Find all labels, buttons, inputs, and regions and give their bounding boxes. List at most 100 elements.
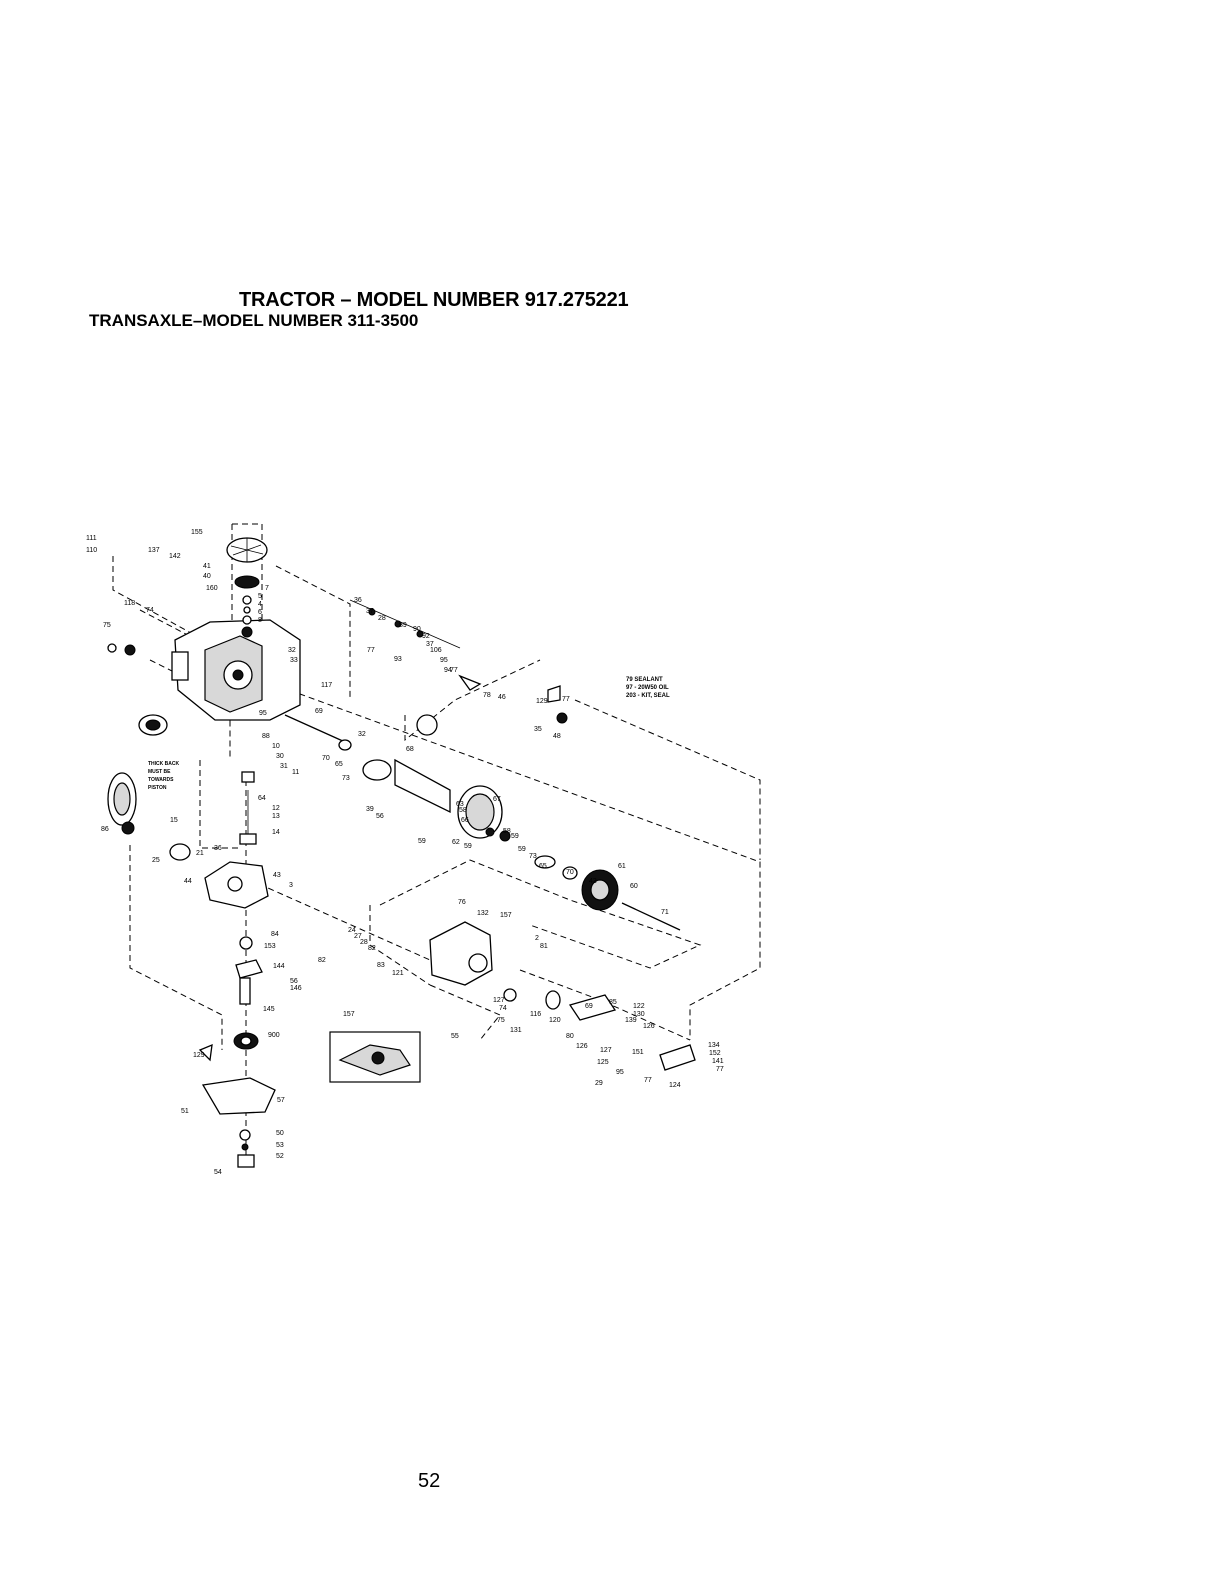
part-label-137: 137 xyxy=(148,547,160,554)
part-label-62: 62 xyxy=(452,839,460,846)
part-label-70: 70 xyxy=(566,869,574,876)
part-label-6: 6 xyxy=(258,609,262,616)
part-label-125: 125 xyxy=(597,1059,609,1066)
part-label-55: 55 xyxy=(451,1033,459,1040)
shift-linkage xyxy=(349,599,568,736)
part-label-44: 44 xyxy=(184,878,192,885)
part-label-12: 12 xyxy=(272,805,280,812)
part-label-28: 28 xyxy=(360,939,368,946)
part-label-58: 58 xyxy=(503,828,511,835)
part-label-94: 94 xyxy=(444,667,452,674)
part-label-52: 52 xyxy=(276,1153,284,1160)
part-label-70: 70 xyxy=(322,755,330,762)
part-label-53: 53 xyxy=(276,1142,284,1149)
part-label-15: 15 xyxy=(170,817,178,824)
part-label-75: 75 xyxy=(103,622,111,629)
part-label-50: 50 xyxy=(276,1130,284,1137)
part-label-30: 30 xyxy=(276,753,284,760)
part-label-66: 66 xyxy=(461,817,469,824)
part-label-152: 152 xyxy=(709,1050,721,1057)
part-label-48: 48 xyxy=(553,733,561,740)
part-label-74: 74 xyxy=(146,607,154,614)
part-label-116: 116 xyxy=(530,1011,541,1018)
part-label-82: 82 xyxy=(368,945,376,952)
part-label-43: 43 xyxy=(589,878,597,885)
part-label-36: 36 xyxy=(354,597,362,604)
part-label-142: 142 xyxy=(169,553,181,560)
part-label-39: 39 xyxy=(366,806,374,813)
callout-piston: PISTON xyxy=(148,785,167,791)
part-label-95: 95 xyxy=(259,710,267,717)
tractor-model-title: TRACTOR – MODEL NUMBER 917.275221 xyxy=(239,289,629,311)
part-label-10: 10 xyxy=(272,743,280,750)
part-label-36: 36 xyxy=(214,845,222,852)
part-label-57: 57 xyxy=(277,1097,285,1104)
part-label-51: 51 xyxy=(181,1108,189,1115)
part-label-81: 81 xyxy=(540,943,548,950)
part-label-77: 77 xyxy=(644,1077,652,1084)
part-label-33: 33 xyxy=(290,657,298,664)
part-label-95: 95 xyxy=(440,657,448,664)
part-label-63: 63 xyxy=(456,801,464,808)
part-label-73: 73 xyxy=(529,853,537,860)
part-label-127: 127 xyxy=(493,997,505,1004)
part-label-14: 14 xyxy=(272,829,280,836)
axle-shaft-assembly xyxy=(284,714,681,931)
part-label-117: 117 xyxy=(321,682,332,689)
part-label-60: 60 xyxy=(630,883,638,890)
part-label-21: 21 xyxy=(196,850,204,857)
part-label-71: 71 xyxy=(661,909,669,916)
part-label-68: 68 xyxy=(406,746,414,753)
part-label-145: 145 xyxy=(263,1006,275,1013)
part-label-900: 900 xyxy=(268,1032,280,1039)
part-label-118: 118 xyxy=(124,600,135,607)
transaxle-model-title: TRANSAXLE–MODEL NUMBER 311-3500 xyxy=(89,311,419,330)
part-label-5: 5 xyxy=(258,593,262,600)
part-label-157: 157 xyxy=(343,1011,355,1018)
part-label-8: 8 xyxy=(258,617,262,624)
part-label-126: 126 xyxy=(643,1023,655,1030)
part-label-85: 85 xyxy=(609,999,617,1006)
part-label-106: 106 xyxy=(430,647,442,654)
inset-box-900 xyxy=(329,1031,421,1083)
part-label-27: 27 xyxy=(354,933,362,940)
part-label-153: 153 xyxy=(264,943,276,950)
part-label-132: 132 xyxy=(477,910,489,917)
part-label-59: 59 xyxy=(518,846,526,853)
part-label-65: 65 xyxy=(539,863,547,870)
part-label-84: 84 xyxy=(271,931,279,938)
part-label-32: 32 xyxy=(288,647,296,654)
part-label-25: 25 xyxy=(152,857,160,864)
part-label-83: 83 xyxy=(377,962,385,969)
part-label-61: 61 xyxy=(618,863,626,870)
part-label-31: 31 xyxy=(280,763,288,770)
part-label-3: 3 xyxy=(289,882,293,889)
page-number: 52 xyxy=(418,1470,441,1492)
part-label-65: 65 xyxy=(335,761,343,768)
part-label-131: 131 xyxy=(510,1027,522,1034)
part-label-77: 77 xyxy=(450,667,458,674)
part-label-151: 151 xyxy=(632,1049,644,1056)
cooling-fan xyxy=(226,537,268,638)
part-label-139: 139 xyxy=(625,1017,637,1024)
rear-housing xyxy=(429,921,696,1071)
part-label-4: 4 xyxy=(258,601,262,608)
part-label-58: 58 xyxy=(459,807,467,814)
center-section xyxy=(169,771,276,1168)
part-label-127: 127 xyxy=(600,1047,612,1054)
part-label-56: 56 xyxy=(376,813,384,820)
part-label-141: 141 xyxy=(712,1058,724,1065)
part-label-129: 129 xyxy=(536,698,548,705)
part-label-59: 59 xyxy=(511,833,519,840)
part-label-93: 93 xyxy=(394,656,402,663)
callout-thick-back: THICK BACK xyxy=(148,761,179,767)
part-label-129: 129 xyxy=(193,1052,205,1059)
part-label-122: 122 xyxy=(633,1003,645,1010)
part-label-24: 24 xyxy=(348,927,356,934)
brake-disc-parts xyxy=(107,643,168,835)
part-label-134: 134 xyxy=(708,1042,720,1049)
part-label-86: 86 xyxy=(101,826,109,833)
part-label-69: 69 xyxy=(585,1003,593,1010)
part-label-90: 90 xyxy=(413,626,421,633)
